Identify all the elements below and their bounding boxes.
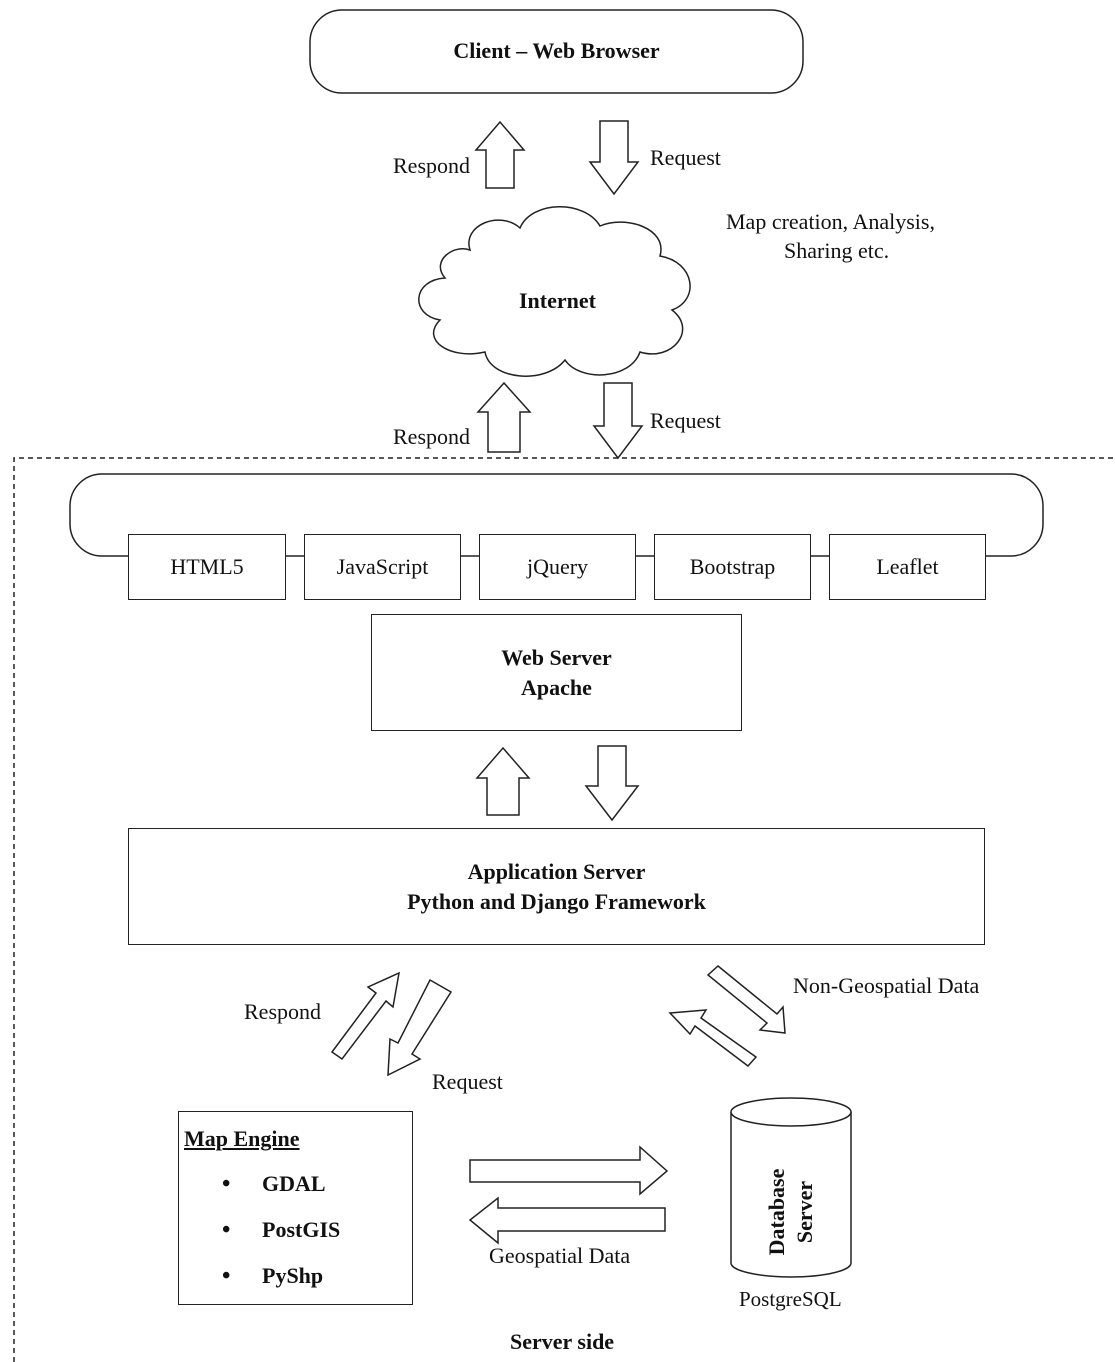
server-side-label: Server side (510, 1329, 615, 1354)
tech-bootstrap: Bootstrap (654, 534, 811, 600)
non-geo-arrow-down (706, 965, 786, 1034)
tech-html5: HTML5 (128, 534, 286, 600)
internet-note-line2: Sharing etc. (784, 238, 890, 263)
internet-note-line1: Map creation, Analysis, (726, 209, 935, 234)
database-label-line2: Server (792, 1180, 817, 1244)
respond-label-engine: Respond (244, 999, 321, 1024)
request-arrow-top (588, 120, 640, 196)
database-label-line1: Database (764, 1168, 789, 1256)
tech-leaflet: Leaflet (829, 534, 986, 600)
client-title: Client – Web Browser (453, 38, 660, 63)
engine-item-pyshp: PyShp (218, 1262, 340, 1308)
geo-arrow-left (468, 1196, 666, 1245)
database-cylinder-top (730, 1097, 852, 1127)
down-arrow-web (584, 745, 640, 822)
request-label-top: Request (650, 145, 721, 170)
app-server-title: Application Server (467, 858, 646, 884)
request-label-engine: Request (432, 1069, 503, 1094)
tech-jquery: jQuery (479, 534, 636, 600)
internet-cloud (418, 206, 691, 377)
request-arrow-engine (387, 978, 453, 1077)
app-server-box: Application Server Python and Django Fra… (128, 828, 985, 945)
request-label-mid: Request (650, 408, 721, 433)
respond-arrow-mid (476, 381, 532, 453)
geospatial-label: Geospatial Data (489, 1243, 631, 1268)
engine-item-gdal: GDAL (218, 1170, 340, 1216)
client-box (309, 9, 804, 94)
map-engine-list: GDAL PostGIS PyShp (218, 1170, 340, 1308)
database-cylinder (730, 1112, 852, 1278)
map-engine-title: Map Engine (184, 1126, 300, 1151)
app-server-subtitle: Python and Django Framework (407, 888, 706, 914)
engine-item-postgis: PostGIS (218, 1216, 340, 1262)
internet-label: Internet (519, 288, 596, 313)
request-arrow-mid (592, 382, 644, 460)
up-arrow-web (475, 746, 531, 816)
respond-label-top: Respond (393, 153, 470, 178)
web-server-title: Web Server (501, 644, 612, 670)
geo-arrow-right (469, 1145, 669, 1196)
web-server-subtitle: Apache (521, 674, 592, 700)
respond-label-mid: Respond (393, 424, 470, 449)
tech-javascript: JavaScript (304, 534, 461, 600)
web-server-box: Web Server Apache (371, 614, 742, 731)
database-label: Database Server (759, 1142, 823, 1282)
server-side-boundary (13, 457, 1115, 1362)
non-geo-arrow-up (668, 1009, 758, 1068)
non-geospatial-label: Non-Geospatial Data (793, 973, 980, 998)
database-caption: PostgreSQL (739, 1287, 842, 1311)
respond-arrow-top (474, 120, 526, 189)
respond-arrow-engine (330, 971, 400, 1061)
